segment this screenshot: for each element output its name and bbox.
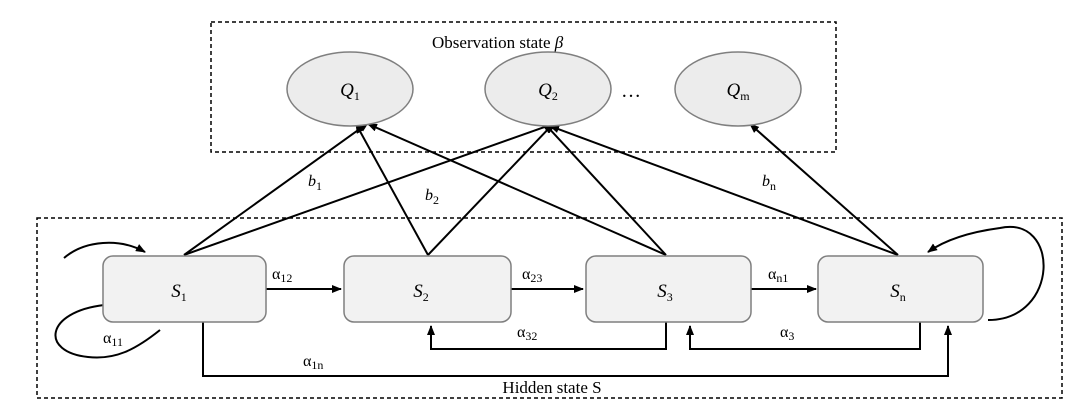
svg-text:Q1: Q1: [340, 80, 360, 103]
edge-s3-q2: [544, 123, 667, 256]
hidden-state-s1: S1: [102, 255, 267, 323]
hidden-state-sn: Sn: [817, 255, 984, 323]
hidden-state-s3: S3: [585, 255, 752, 323]
observation-frame-title: Observation state β: [432, 33, 564, 52]
edge-s3-s2: [427, 322, 667, 350]
svg-text:Q2: Q2: [538, 80, 558, 103]
label-a11: α11: [103, 330, 123, 349]
edge-sn-s3: [686, 322, 921, 350]
observation-q1: Q1: [286, 51, 414, 127]
label-an1: αn1: [768, 266, 788, 285]
svg-text:S3: S3: [657, 281, 673, 304]
observation-ellipsis: …: [621, 80, 641, 102]
svg-text:Sn: Sn: [890, 281, 906, 304]
self-loop-s1: [54, 304, 161, 359]
self-loop-s1-head: [63, 241, 146, 259]
edge-s2-q1: [355, 123, 429, 256]
label-a32: α32: [517, 324, 537, 343]
hidden-state-s2: S2: [343, 255, 512, 323]
edge-s2-q2: [427, 123, 554, 256]
edge-s1-sn: [202, 322, 952, 377]
emission-edges: [183, 122, 899, 256]
label-a3: α3: [780, 324, 794, 343]
observation-frame: [210, 21, 837, 153]
svg-text:S1: S1: [171, 281, 187, 304]
edge-sn-q2: [549, 125, 899, 256]
self-loop-sn: [927, 225, 1045, 321]
label-a1n: α1n: [303, 353, 323, 372]
svg-text:S2: S2: [413, 281, 429, 304]
edge-s1-q2: [183, 123, 554, 256]
label-a12: α12: [272, 266, 292, 285]
label-b2: b2: [425, 187, 439, 207]
observation-q2: Q2: [484, 51, 612, 127]
transition-edges: [54, 225, 1045, 377]
label-b1: b1: [308, 173, 322, 193]
observation-qm: Qm: [674, 51, 802, 127]
svg-text:Qm: Qm: [726, 80, 750, 103]
label-bn: bn: [762, 173, 776, 193]
label-a23: α23: [522, 266, 542, 285]
edge-s1-q1: [183, 122, 369, 256]
edge-s3-q1: [367, 123, 667, 256]
hidden-frame-title: Hidden state S: [502, 378, 601, 397]
edge-sn-qm: [749, 123, 899, 256]
hidden-frame: [36, 217, 1063, 399]
